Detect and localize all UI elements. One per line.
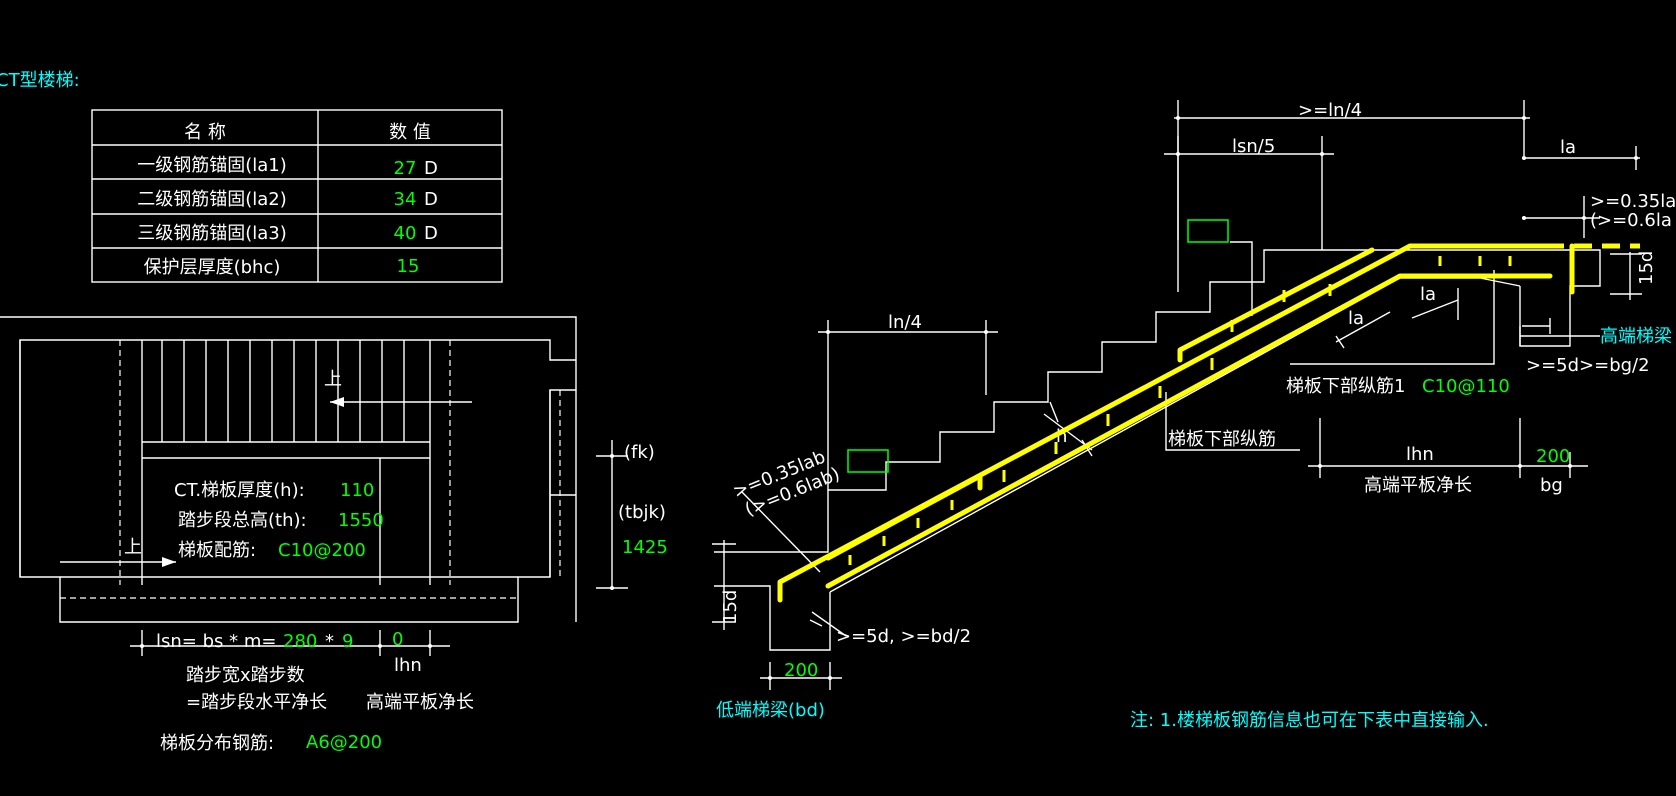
dim-ln4-top: >=ln/4 <box>1298 100 1362 121</box>
up-label: 上 <box>124 537 142 558</box>
dim-bg: bg <box>1540 475 1563 496</box>
bottom-rebar-label: 梯板下部纵筋 <box>1168 429 1276 450</box>
dist-rebar-value[interactable]: A6@200 <box>306 732 382 753</box>
step-desc-1: 踏步宽x踏步数 <box>186 665 305 686</box>
table-cell-value[interactable]: 34 <box>394 189 417 210</box>
table-header-name: 名 称 <box>184 122 226 143</box>
dim-15d-left: 15d <box>720 590 741 624</box>
table-cell-name: 一级钢筋锚固(la1) <box>137 155 287 176</box>
note-text: 注: 1.楼梯板钢筋信息也可在下表中直接输入. <box>1130 710 1489 731</box>
table-cell-unit: D <box>424 189 438 210</box>
dim-15d-right: 15d <box>1636 251 1657 285</box>
lsn-formula-label: lsn= bs * m= <box>156 631 276 652</box>
dim-ln4: ln/4 <box>888 312 922 333</box>
drawing-title: CT型楼梯: <box>0 70 80 91</box>
bottom-rebar-1-value[interactable]: C10@110 <box>1422 376 1510 397</box>
table-cell-unit: D <box>424 158 438 179</box>
step-desc-2: =踏步段水平净长 <box>186 692 327 713</box>
table-cell-name: 保护层厚度(bhc) <box>144 257 281 278</box>
stair-section-view: >=ln/4 lsn/5 la >=0.35la (>=0.6la 15d ln… <box>712 100 1676 731</box>
anchor-top-1: >=0.35la <box>1590 191 1676 212</box>
dim-200-left[interactable]: 200 <box>784 660 818 681</box>
fk-label: (fk) <box>624 442 655 463</box>
dim-h: h <box>1056 426 1067 447</box>
table-cell-value[interactable]: 40 <box>394 223 417 244</box>
dim-5d-bg: >=5d>=bg/2 <box>1526 355 1650 376</box>
dim-5d-bd: >=5d, >=bd/2 <box>836 626 971 647</box>
stair-plan-view: 上 上 CT.梯板厚度(h): 110 踏步段总高(th): 1550 梯板配筋… <box>0 316 668 754</box>
step-count-value[interactable]: 9 <box>342 631 353 652</box>
table-cell-unit: D <box>424 223 438 244</box>
dim-lsn5: lsn/5 <box>1232 136 1275 157</box>
plate-thickness-label: CT.梯板厚度(h): <box>174 480 305 501</box>
anchor-top-2: (>=0.6la <box>1590 210 1672 231</box>
high-flat-length-value[interactable]: 0 <box>392 629 403 650</box>
bottom-rebar-1-label: 梯板下部纵筋1 <box>1286 376 1405 397</box>
plate-rebar-label: 梯板配筋: <box>178 540 256 561</box>
table-cell-value[interactable]: 15 <box>397 256 420 277</box>
parameter-table: 名 称 数 值 一级钢筋锚固(la1) 27 D 二级钢筋锚固(la2) 34 … <box>91 109 503 283</box>
high-flat-net-label: 高端平板净长 <box>1364 475 1472 496</box>
plate-rebar-value[interactable]: C10@200 <box>278 540 366 561</box>
table-cell-name: 二级钢筋锚固(la2) <box>137 189 287 210</box>
up-label: 上 <box>324 369 342 390</box>
low-beam-label: 低端梯梁(bd) <box>716 700 825 721</box>
table-cell-name: 三级钢筋锚固(la3) <box>137 223 287 244</box>
dim-200-right[interactable]: 200 <box>1536 446 1570 467</box>
step-width-value[interactable]: 280 <box>283 631 317 652</box>
tbjk-label: (tbjk) <box>618 502 666 523</box>
multiply-sign: * <box>325 631 334 652</box>
table-header-value: 数 值 <box>389 122 431 143</box>
dim-la-1: la <box>1348 308 1364 329</box>
tbjk-value[interactable]: 1425 <box>622 537 668 558</box>
step-height-label: 踏步段总高(th): <box>178 510 307 531</box>
dist-rebar-label: 梯板分布钢筋: <box>160 733 274 754</box>
lhn-label: lhn <box>394 655 422 676</box>
high-flat-label: 高端平板净长 <box>366 692 474 713</box>
step-height-value[interactable]: 1550 <box>338 510 384 531</box>
dim-lhn: lhn <box>1406 444 1434 465</box>
dim-la-2: la <box>1420 284 1436 305</box>
dim-la-top: la <box>1560 137 1576 158</box>
plate-thickness-value[interactable]: 110 <box>340 480 374 501</box>
high-beam-label: 高端梯梁 <box>1600 326 1672 347</box>
table-cell-value[interactable]: 27 <box>394 158 417 179</box>
